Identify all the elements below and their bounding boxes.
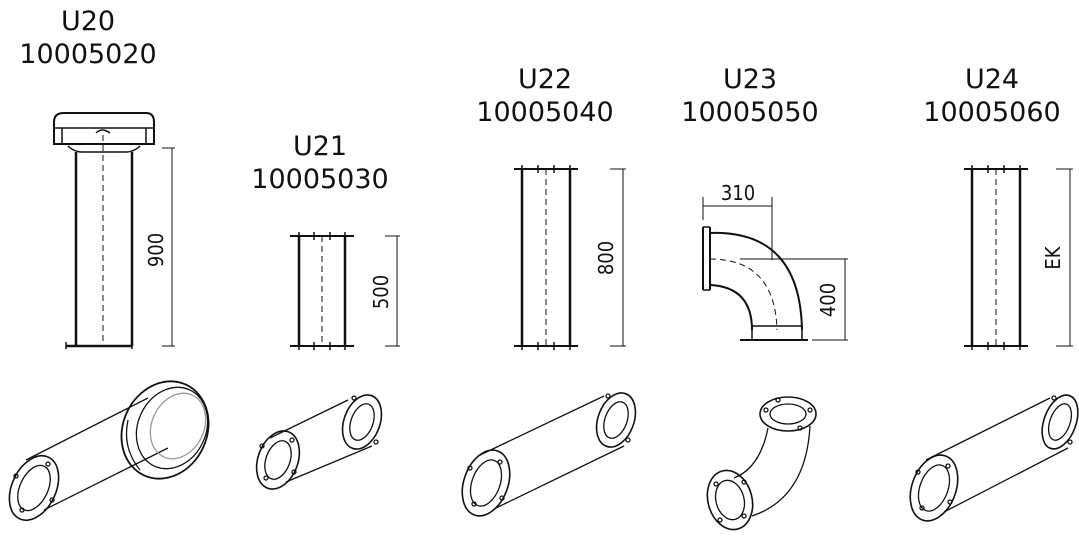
part-number: 10005020: [19, 39, 157, 70]
u21-front-view: [290, 232, 400, 350]
u22-dimension: 800: [594, 241, 618, 275]
u22-front-view: [514, 165, 626, 350]
part-number: 10005060: [923, 97, 1061, 128]
u24-dimension: EK: [1041, 245, 1065, 269]
u23-dimension-vertical: 400: [816, 283, 840, 317]
u24-front-view: [964, 165, 1073, 350]
part-code: U21: [292, 131, 348, 162]
part-code: U24: [964, 64, 1020, 95]
part-label-u21: U21 10005030: [240, 130, 400, 196]
part-label-u24: U24 10005060: [912, 63, 1072, 129]
u23-front-view: [702, 197, 848, 341]
u20-isometric-view: [8, 380, 210, 521]
u20-front-view: [53, 112, 175, 349]
u22-isometric-view: [461, 392, 637, 517]
u20-dimension: 900: [144, 233, 168, 267]
part-number: 10005030: [251, 164, 389, 195]
u21-isometric-view: [255, 394, 383, 490]
u23-isometric-view: [706, 396, 817, 531]
u23-dimension-horizontal: 310: [721, 181, 755, 205]
u24-isometric-view: [909, 394, 1079, 522]
part-label-u22: U22 10005040: [465, 63, 625, 129]
part-label-u20: U20 10005020: [8, 5, 168, 71]
part-code: U20: [60, 6, 116, 37]
part-code: U23: [722, 64, 778, 95]
u21-dimension: 500: [369, 275, 393, 309]
part-code: U22: [517, 64, 573, 95]
part-number: 10005050: [681, 97, 819, 128]
part-label-u23: U23 10005050: [670, 63, 830, 129]
part-number: 10005040: [476, 97, 614, 128]
